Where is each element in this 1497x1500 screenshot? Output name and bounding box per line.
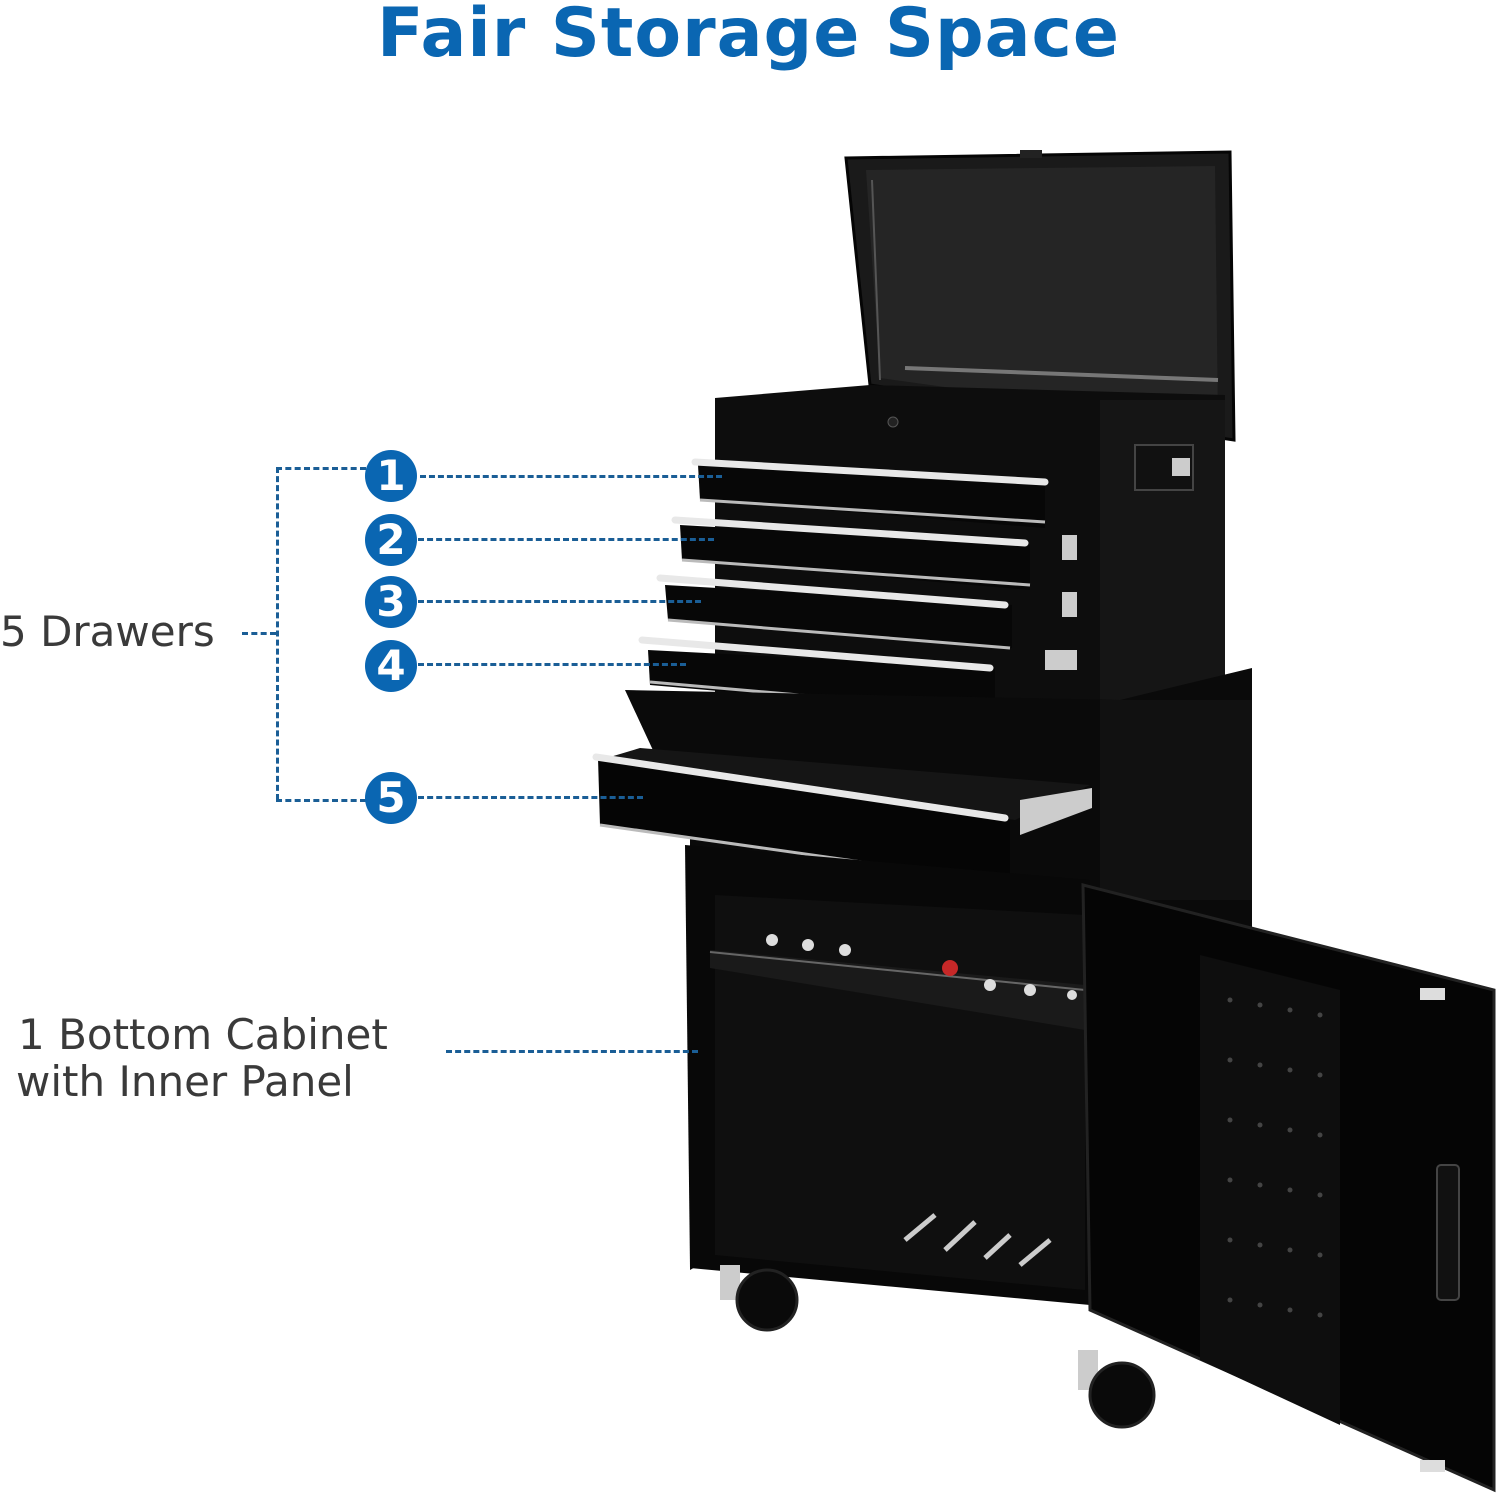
drawer-badge-5: 5	[365, 772, 417, 824]
cabinet-pointer-line	[446, 1050, 698, 1053]
page-title: Fair Storage Space	[377, 0, 1120, 73]
drawer-badge-3: 3	[365, 576, 417, 628]
pointer-line-3	[418, 600, 701, 603]
drawer-badge-2: 2	[365, 514, 417, 566]
drawers-bracket	[276, 467, 279, 800]
bracket-line-5	[276, 799, 366, 802]
drawer-badge-1: 1	[365, 450, 417, 502]
pointer-line-5	[418, 796, 643, 799]
drawer-5	[592, 748, 1092, 885]
pointer-line-2	[418, 538, 714, 541]
pointer-line-4	[418, 663, 686, 666]
cabinet-label-line1: 1 Bottom Cabinet	[18, 1010, 388, 1059]
drawer-1	[691, 458, 1049, 528]
drawers-label: 5 Drawers	[0, 607, 215, 656]
drawer-badge-4: 4	[365, 640, 417, 692]
cabinet-label-line2: with Inner Panel	[16, 1057, 354, 1106]
drawer-2	[671, 516, 1077, 590]
bracket-line-1	[276, 467, 366, 470]
pointer-line-1	[420, 475, 722, 478]
drawers-label-connector	[242, 632, 276, 635]
drawer-3	[656, 574, 1077, 650]
